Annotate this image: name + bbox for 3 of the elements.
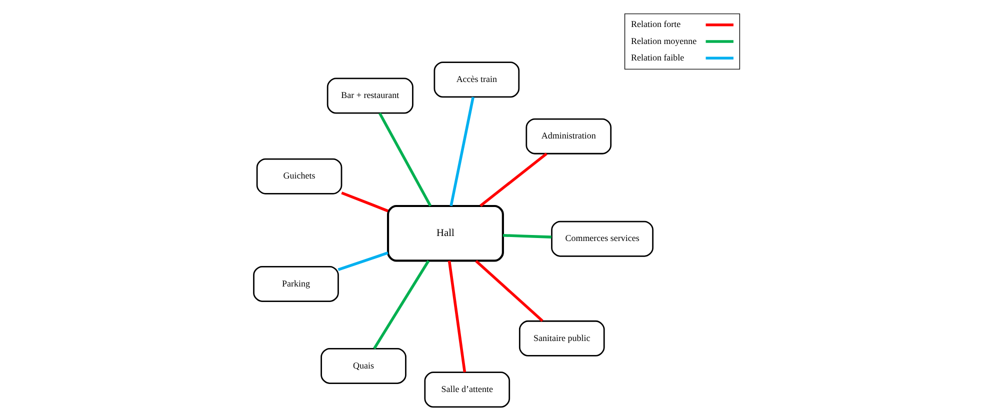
legend-label: Relation forte <box>630 19 680 30</box>
legend-label: Relation faible <box>630 52 684 62</box>
legend-label: Relation moyenne <box>630 36 696 46</box>
